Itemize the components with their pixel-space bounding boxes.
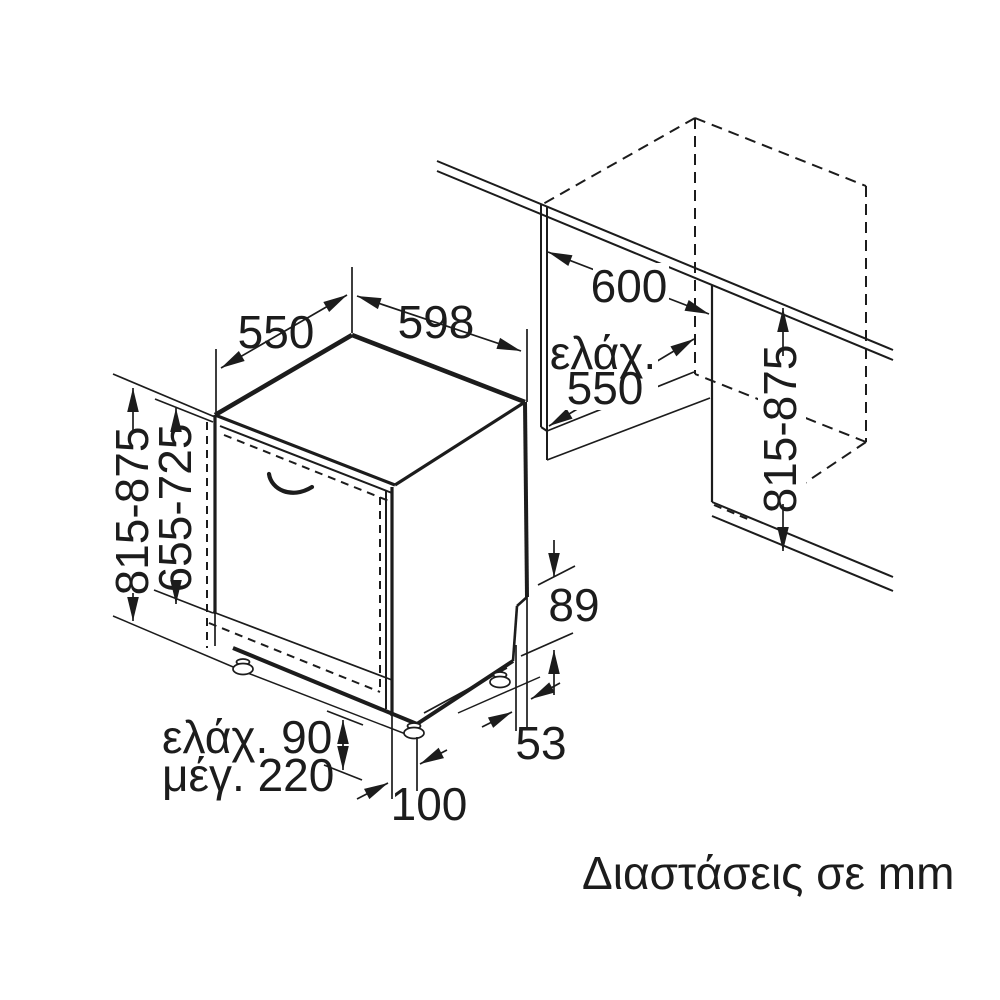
dim-label-niche-height: 815-875: [754, 345, 806, 514]
dim-label-rear-base-offset: 100: [391, 778, 468, 830]
door-handle: [266, 471, 315, 495]
dim-label-appliance-height: 815-875: [106, 427, 158, 596]
dim-label-plinth-max: μέγ. 220: [162, 749, 334, 801]
dimension-rear-step-offset: [481, 597, 561, 731]
dim-label-rear-step-offset: 53: [515, 717, 566, 769]
dimension-appliance-width: [356, 295, 528, 402]
dimension-rear-base-offset: [356, 690, 448, 800]
adjustable-feet: [232, 658, 511, 740]
dimension-door-height: [153, 398, 214, 614]
dim-label-appliance-width: 598: [398, 296, 475, 348]
label-backdrop: [550, 332, 658, 410]
dimension-rear-step-height: [520, 540, 576, 695]
adjustable-foot: [403, 722, 425, 740]
dim-label-niche-min-depth-value: 550: [567, 362, 644, 414]
dimension-appliance-height: [112, 373, 216, 621]
dim-label-plinth-min: ελάχ. 90: [162, 711, 332, 763]
dimension-plinth-range: [323, 710, 364, 781]
dim-label-rear-step-height: 89: [548, 579, 599, 631]
dim-label-niche-width: 600: [591, 260, 668, 312]
adjustable-foot: [232, 658, 254, 676]
label-backdrop: [758, 356, 806, 504]
dim-label-door-height: 655-725: [149, 424, 201, 593]
caption-units: Διαστάσεις σε mm: [582, 847, 954, 899]
adjustable-foot: [489, 671, 511, 689]
dimension-appliance-depth: [215, 267, 353, 412]
dim-label-appliance-depth: 550: [238, 306, 315, 358]
dim-label-niche-min-depth-word: ελάχ.: [550, 327, 656, 379]
label-backdrop: [593, 263, 669, 307]
niche-right-wall: [710, 285, 894, 592]
